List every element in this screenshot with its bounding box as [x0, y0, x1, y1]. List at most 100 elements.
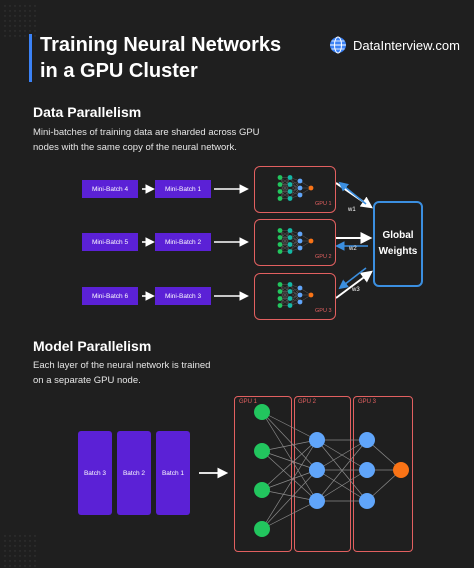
mini-batch-queued-1: Mini-Batch 4	[82, 180, 138, 198]
gpu-net-node	[277, 175, 283, 180]
network-node-layer-1	[254, 404, 270, 420]
background-dot	[34, 35, 36, 37]
background-dot	[34, 30, 36, 32]
background-dot	[29, 535, 31, 537]
mini-batch-current-3: Mini-Batch 3	[155, 287, 211, 305]
gpu-net-node	[308, 292, 314, 298]
mini-batch-current-2: Mini-Batch 2	[155, 233, 211, 251]
background-dot	[19, 10, 21, 12]
brand: DataInterview.com	[329, 36, 460, 54]
network-edge	[261, 450, 318, 502]
background-dot	[14, 25, 16, 27]
background-dot	[19, 545, 21, 547]
background-dot	[14, 30, 16, 32]
background-dot	[29, 25, 31, 27]
background-dot	[24, 30, 26, 32]
batch-block-3: Batch 3	[78, 431, 112, 515]
gpu-label-3: GPU 3	[315, 308, 332, 314]
network-edge	[261, 439, 318, 491]
global-weights-line-1: Global	[382, 230, 414, 241]
gpu-net-node	[297, 285, 303, 291]
gpu-net-edge	[289, 287, 301, 306]
background-dot	[24, 5, 26, 7]
background-dot	[29, 10, 31, 12]
background-dot	[19, 555, 21, 557]
background-dot	[4, 5, 6, 7]
model-parallelism-heading: Model Parallelism	[33, 338, 152, 354]
gpu-net-node	[277, 242, 283, 247]
network-node-layer-4	[393, 462, 409, 478]
background-dot	[29, 545, 31, 547]
gpu-net-edge	[279, 230, 291, 252]
network-node-layer-3	[359, 462, 375, 478]
background-dot	[19, 560, 21, 562]
background-dot	[9, 545, 11, 547]
background-dot	[9, 20, 11, 22]
weight-pull-arrow-1	[338, 181, 367, 205]
background-dot	[29, 540, 31, 542]
network-node-layer-2	[309, 432, 325, 448]
gpu-net-node	[277, 289, 283, 294]
background-dot	[9, 555, 11, 557]
background-dot	[34, 545, 36, 547]
background-dot	[4, 15, 6, 17]
gpu-net-node	[277, 196, 283, 201]
gpu-net-node	[287, 175, 293, 180]
background-dot	[4, 535, 6, 537]
gpu-net-node	[277, 296, 283, 301]
network-node-layer-1	[254, 521, 270, 537]
network-edge	[261, 469, 318, 491]
gpu-net-node	[277, 282, 283, 287]
background-dot	[4, 550, 6, 552]
weight-label-2: w2	[349, 246, 357, 252]
network-edge	[261, 411, 318, 502]
model-parallelism-desc-line-2: on a separate GPU node.	[33, 375, 141, 386]
background-dot	[24, 550, 26, 552]
model-parallelism-description: Each layer of the neural network is trai…	[33, 358, 210, 388]
background-dot	[9, 35, 11, 37]
gpu-net-node	[277, 189, 283, 194]
gpu-net-node	[297, 292, 303, 298]
gpu-label-2: GPU 2	[315, 254, 332, 260]
mp-gpu-node-3	[353, 396, 413, 552]
page-title: Training Neural Networks in a GPU Cluste…	[40, 32, 281, 84]
network-edge	[316, 439, 368, 502]
mini-batch-queued-3: Mini-Batch 6	[82, 287, 138, 305]
background-dot	[34, 5, 36, 7]
background-dot	[19, 540, 21, 542]
gpu-net-node	[287, 289, 293, 294]
mini-batch-queued-2: Mini-Batch 5	[82, 233, 138, 251]
gpu-net-edge	[279, 177, 291, 192]
weight-label-3: w3	[352, 287, 360, 293]
gpu-node-1	[254, 166, 336, 213]
background-dot	[34, 535, 36, 537]
gpu-net-node	[297, 192, 303, 198]
background-dot	[4, 560, 6, 562]
gpu-net-node	[277, 235, 283, 240]
network-edge	[261, 439, 318, 530]
background-dot	[19, 25, 21, 27]
gpu-net-node	[287, 282, 293, 287]
background-dot	[24, 540, 26, 542]
mp-gpu-label-2: GPU 2	[298, 399, 317, 405]
gpu-net-node	[297, 231, 303, 237]
background-dot	[14, 20, 16, 22]
gpu-net-node	[297, 178, 303, 184]
network-edge	[261, 439, 318, 452]
background-dot	[14, 15, 16, 17]
page-title-line-1: Training Neural Networks	[40, 34, 282, 56]
data-parallelism-desc-line-2: nodes with the same copy of the neural n…	[33, 142, 237, 153]
background-dot	[34, 560, 36, 562]
background-dot	[34, 25, 36, 27]
background-dot	[14, 550, 16, 552]
background-dot	[4, 30, 6, 32]
background-dot	[4, 555, 6, 557]
gpu-net-edge	[279, 230, 291, 245]
weight-label-1: w1	[348, 207, 356, 213]
gpu-label-1: GPU 1	[315, 201, 332, 207]
gpu-net-node	[287, 303, 293, 308]
global-weights-line-2: Weights	[378, 246, 418, 257]
brand-name: DataInterview.com	[353, 37, 460, 53]
network-node-layer-1	[254, 443, 270, 459]
